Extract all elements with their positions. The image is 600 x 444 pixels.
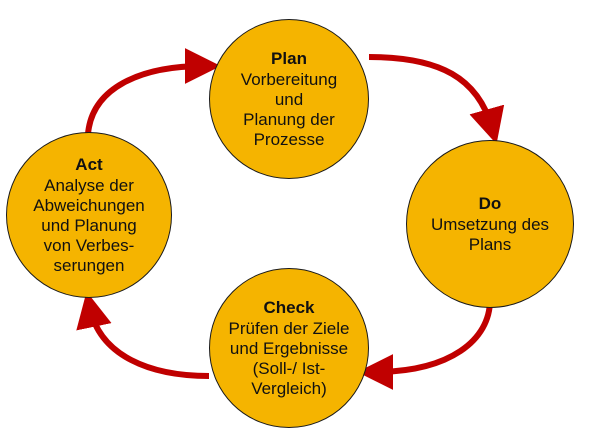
act-title: Act xyxy=(75,154,103,174)
check-node: Check Prüfen der Ziele und Ergebnisse (S… xyxy=(209,268,369,428)
act-text-line: serungen xyxy=(53,255,125,275)
act-node: Act Analyse der Abweichungen und Planung… xyxy=(6,132,172,298)
plan-node: Plan Vorbereitung und Planung der Prozes… xyxy=(209,19,369,179)
plan-title: Plan xyxy=(271,48,307,68)
plan-text-line: Prozesse xyxy=(253,129,325,149)
arrow-do-to-check xyxy=(357,299,493,390)
plan-text-line: Planung der xyxy=(243,109,335,129)
act-text-line: und Planung xyxy=(41,215,137,235)
act-text-line: Analyse der xyxy=(44,175,134,195)
check-text-line: Vergleich) xyxy=(251,378,327,398)
arrow-check-to-act xyxy=(76,291,210,379)
check-text-line: Prüfen der Ziele xyxy=(228,318,350,338)
do-text-line: Plans xyxy=(468,234,512,254)
do-node: Do Umsetzung des Plans xyxy=(406,140,574,308)
do-title: Do xyxy=(478,193,502,213)
check-text-line: und Ergebnisse xyxy=(229,338,349,358)
check-title: Check xyxy=(263,297,315,317)
do-text-line: Umsetzung des xyxy=(430,214,550,234)
arrow-plan-to-do xyxy=(368,54,505,145)
plan-text-line: Vorbereitung xyxy=(240,69,338,89)
arrow-act-to-plan xyxy=(85,48,221,135)
plan-text-line: und xyxy=(274,89,304,109)
check-text-line: (Soll-/ Ist- xyxy=(252,358,326,378)
act-text-line: von Verbes- xyxy=(43,235,135,255)
act-text-line: Abweichungen xyxy=(33,195,145,215)
